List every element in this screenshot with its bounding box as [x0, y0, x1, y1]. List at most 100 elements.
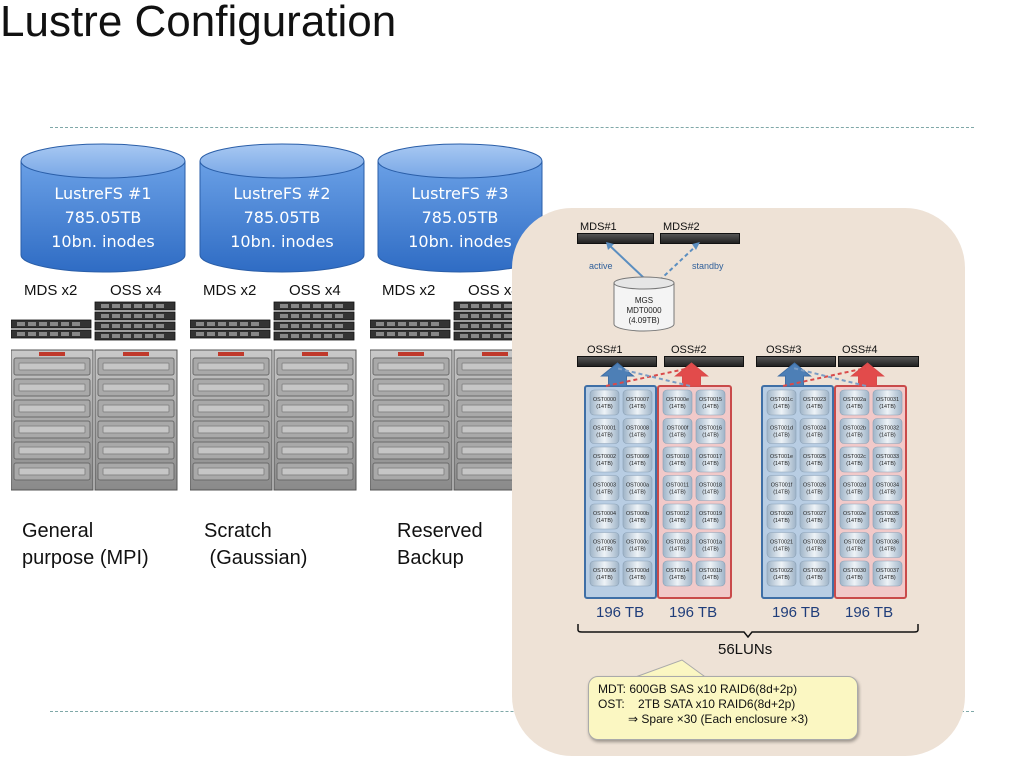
ost-label: OST0008 [626, 426, 649, 432]
bottom-divider [50, 711, 974, 712]
ost-disk [695, 446, 726, 473]
ost-size: (14TB) [629, 433, 646, 439]
ost-label: OST0002 [593, 454, 616, 460]
mds1-server [577, 233, 654, 244]
ost-size: (14TB) [596, 461, 613, 467]
ost-label: OST002e [843, 511, 866, 517]
ost-size: (14TB) [702, 547, 719, 553]
ost-disk [799, 560, 830, 587]
oss-count-2: OSS x4 [289, 282, 341, 299]
ost-size: (14TB) [669, 490, 686, 496]
ost-label: OST0013 [666, 540, 689, 546]
ost-size: (14TB) [702, 575, 719, 581]
mds2-server [660, 233, 740, 244]
ost-label: OST0027 [803, 511, 826, 517]
ost-label: OST0005 [593, 540, 616, 546]
ost-disk [662, 503, 693, 530]
ost-size: (14TB) [669, 433, 686, 439]
ost-size: (14TB) [596, 547, 613, 553]
ost-label: OST000e [666, 397, 689, 403]
ost-size: (14TB) [773, 547, 790, 553]
ost-disk [799, 503, 830, 530]
ost-disk [622, 389, 653, 416]
mds1-label: MDS#1 [580, 221, 617, 233]
ost-size: (14TB) [879, 490, 896, 496]
ost-size: (14TB) [629, 461, 646, 467]
ost-label: OST0031 [876, 397, 899, 403]
ost-size: (14TB) [773, 490, 790, 496]
ost-disk [766, 446, 797, 473]
ost-size: (14TB) [806, 404, 823, 410]
ost-label: OST0026 [803, 483, 826, 489]
ost-disk [695, 532, 726, 558]
ost-label: OST001f [771, 483, 793, 489]
purpose-1: General purpose (MPI) [22, 520, 149, 569]
oss-count-3: OSS x4 [468, 282, 520, 299]
ost-disk [766, 503, 797, 530]
ost-disk [872, 532, 903, 558]
ost-size: (14TB) [846, 433, 863, 439]
oss2-label: OSS#2 [671, 344, 707, 356]
ost-size: (14TB) [806, 490, 823, 496]
mds-count-2: MDS x2 [203, 282, 257, 299]
ost-disk [799, 446, 830, 473]
ost-disk [872, 389, 903, 416]
ost-size: (14TB) [773, 518, 790, 524]
ost-label: OST0015 [699, 397, 722, 403]
ost-size: (14TB) [669, 575, 686, 581]
ost-label: OST0006 [593, 568, 616, 574]
ost-size: (14TB) [702, 404, 719, 410]
ost-label: OST0004 [593, 511, 616, 517]
ost-disk [872, 475, 903, 501]
ost-disk [589, 503, 620, 530]
ost-disk [662, 418, 693, 444]
ost-disk [622, 446, 653, 473]
ost-disk [662, 475, 693, 501]
mds-count-3: MDS x2 [382, 282, 436, 299]
primary-path-arrow [777, 362, 812, 387]
ost-size: (14TB) [806, 575, 823, 581]
ost-disk [695, 560, 726, 587]
ost-disk [766, 475, 797, 501]
ost-disk [589, 446, 620, 473]
ost-size: (14TB) [846, 547, 863, 553]
active-label: active [589, 261, 613, 271]
ost-size: (14TB) [669, 518, 686, 524]
luns-bracket [577, 624, 919, 638]
ost-size: (14TB) [629, 575, 646, 581]
ost-disk [872, 560, 903, 587]
ost-label: OST0021 [770, 540, 793, 546]
oss2-server [664, 356, 744, 367]
ost-size: (14TB) [596, 575, 613, 581]
ost-label: OST001e [770, 454, 793, 460]
ost-disk [766, 418, 797, 444]
ost-label: OST0030 [843, 568, 866, 574]
ost-label: OST0025 [803, 454, 826, 460]
ost-disk [839, 532, 870, 558]
config-note: MDT: 600GB SAS x10 RAID6(8d+2p) OST: 2TB… [588, 676, 858, 740]
ost-label: OST0012 [666, 511, 689, 517]
server-rack-1 [10, 300, 181, 497]
ost-label: OST000d [626, 568, 649, 574]
ost-label: OST001b [699, 568, 722, 574]
ost-label: OST001c [770, 397, 793, 403]
ost-label: OST002d [843, 483, 866, 489]
ost-disk [589, 418, 620, 444]
ost-disk [839, 389, 870, 416]
note-line-mdt: MDT: 600GB SAS x10 RAID6(8d+2p) [598, 682, 798, 696]
cross-link [782, 367, 867, 387]
note-line-ost: OST: 2TB SATA x10 RAID6(8d+2p) [598, 697, 796, 711]
ost-disk [766, 560, 797, 587]
ost-label: OST0020 [770, 511, 793, 517]
ost-disk [872, 418, 903, 444]
ost-disk [766, 532, 797, 558]
ost-label: OST0003 [593, 483, 616, 489]
ost-size: (14TB) [596, 490, 613, 496]
ost-disk [839, 446, 870, 473]
ost-disk [695, 418, 726, 444]
ost-size: (14TB) [773, 404, 790, 410]
ost-disk [662, 532, 693, 558]
ost-disk [589, 389, 620, 416]
ost-size: (14TB) [596, 404, 613, 410]
